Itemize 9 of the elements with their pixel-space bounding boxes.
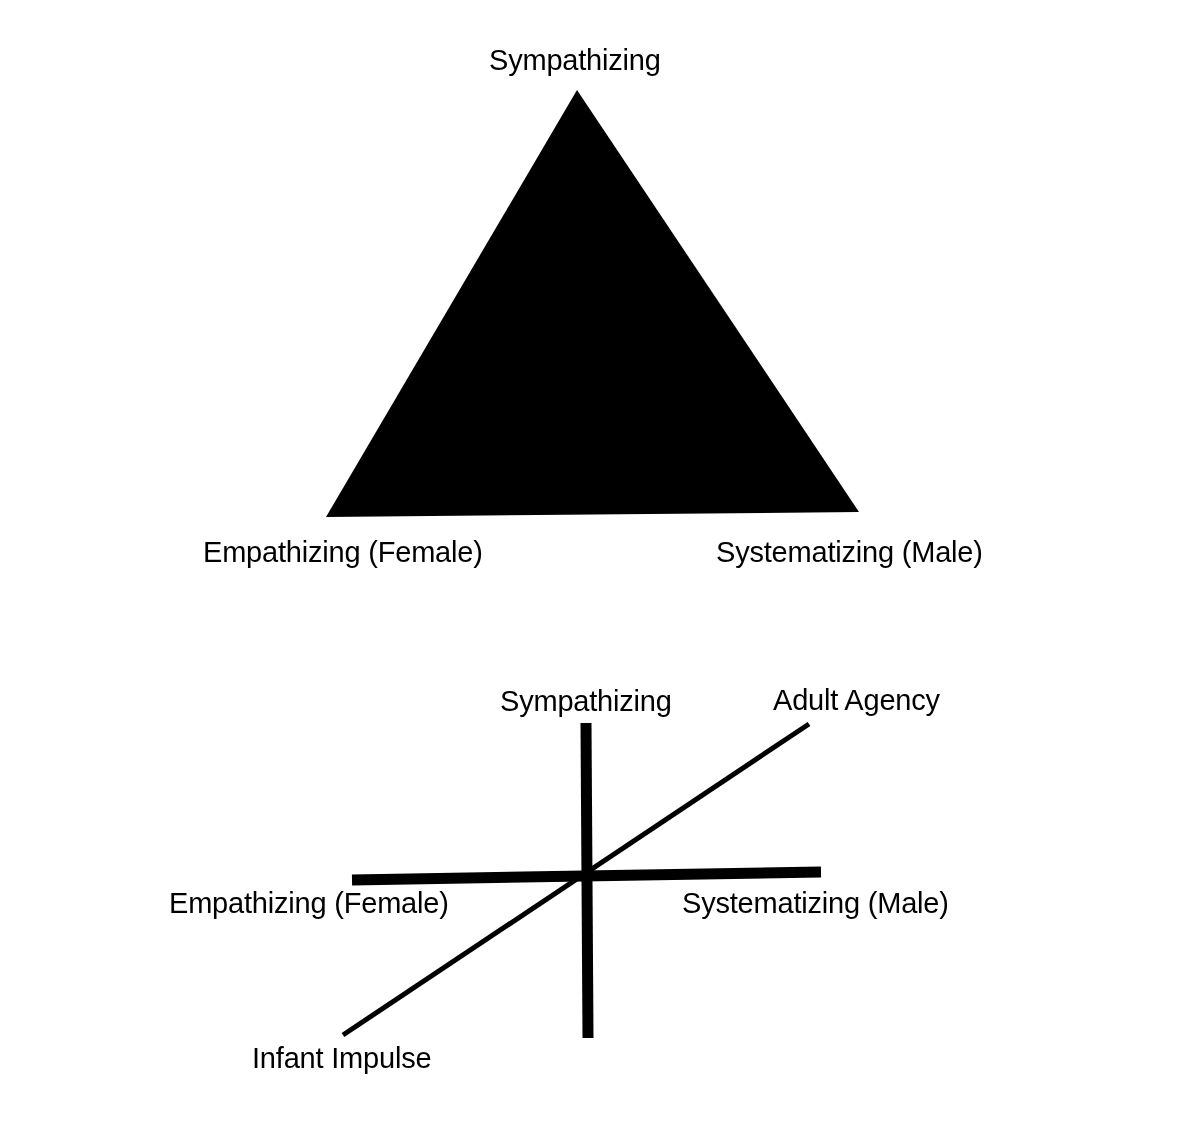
axis-label: Infant Impulse <box>252 1044 432 1073</box>
axis-label: Sympathizing <box>500 687 672 716</box>
axis-label: Systematizing (Male) <box>682 889 949 918</box>
vertex-label: Sympathizing <box>489 46 661 75</box>
axis-label: Empathizing (Female) <box>169 889 449 918</box>
vertex-label: Systematizing (Male) <box>716 538 983 567</box>
axis-label: Adult Agency <box>773 686 940 715</box>
vertex-label: Empathizing (Female) <box>203 538 483 567</box>
filled-triangle <box>326 90 859 517</box>
